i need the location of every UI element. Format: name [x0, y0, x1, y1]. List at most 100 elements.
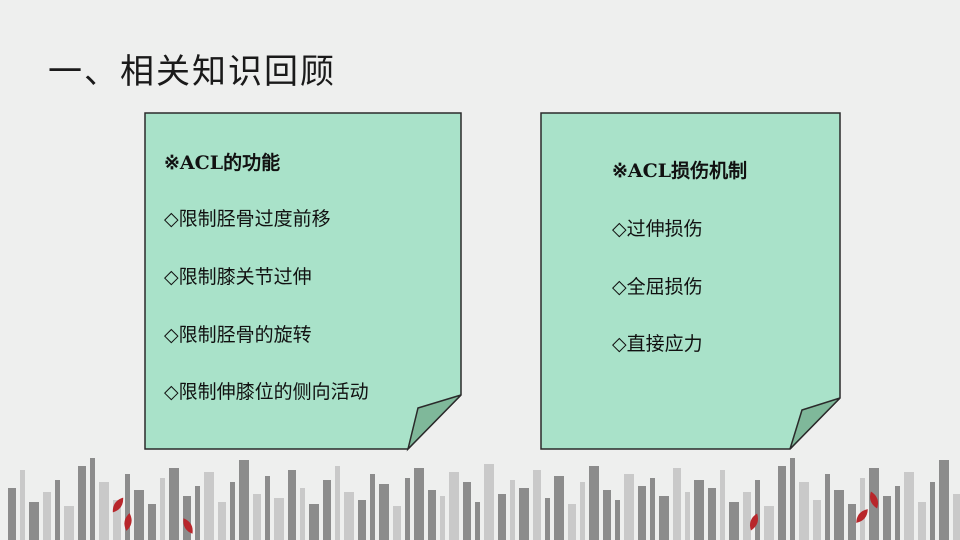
decorative-bar — [603, 490, 611, 540]
decorative-bar — [78, 466, 86, 540]
decorative-bar — [475, 502, 480, 540]
decorative-bar — [99, 482, 109, 540]
decorative-bar — [624, 474, 634, 540]
note-item: ◇限制伸膝位的侧向活动 — [164, 381, 369, 403]
decorative-bar — [650, 478, 655, 540]
decorative-bar — [580, 482, 585, 540]
decorative-bar — [533, 470, 541, 540]
decorative-bar — [463, 482, 471, 540]
decorative-bar — [405, 478, 410, 540]
note-item: ◇限制胫骨过度前移 — [164, 208, 331, 230]
decorative-bar — [183, 496, 191, 540]
decorative-bar — [498, 494, 506, 540]
decorative-bar — [519, 488, 529, 540]
decorative-bar — [90, 458, 95, 540]
decorative-bar — [344, 492, 354, 540]
decorative-bar — [230, 482, 235, 540]
decorative-bar — [160, 478, 165, 540]
decorative-bar — [265, 476, 270, 540]
decorative-bar — [790, 458, 795, 540]
slide-title: 一、相关知识回顾 — [48, 52, 336, 92]
decorative-bar — [125, 474, 130, 540]
decorative-bar — [825, 474, 830, 540]
decorative-bar — [869, 468, 879, 540]
red-leaf-icon — [183, 518, 193, 534]
decorative-bar — [554, 476, 564, 540]
decorative-bar — [335, 466, 340, 540]
decorative-bar — [755, 480, 760, 540]
note-item: ◇全屈损伤 — [612, 276, 703, 298]
decorative-bar — [323, 480, 331, 540]
acl-function-note: ※ACL的功能 ◇限制胫骨过度前移 ◇限制膝关节过伸 ◇限制胫骨的旋转 ◇限制伸… — [144, 112, 462, 452]
decorative-bar — [55, 480, 60, 540]
decorative-bar — [953, 494, 960, 540]
decorative-bar — [43, 492, 51, 540]
note-item: ◇过伸损伤 — [612, 218, 703, 240]
note-item: ◇限制胫骨的旋转 — [164, 324, 312, 346]
acl-injury-mechanism-note: ※ACL损伤机制 ◇过伸损伤 ◇全屈损伤 ◇直接应力 — [540, 112, 842, 450]
decorative-bar — [904, 472, 914, 540]
decorative-bar — [379, 484, 389, 540]
decorative-bar — [848, 504, 856, 540]
decorative-bar — [729, 502, 739, 540]
decorative-bar — [169, 468, 179, 540]
red-leaf-icon — [749, 513, 759, 531]
decorative-bar — [300, 488, 305, 540]
decorative-bar — [778, 466, 786, 540]
decorative-bar — [708, 488, 716, 540]
decorative-bar — [195, 486, 200, 540]
red-leaf-icon — [112, 497, 124, 513]
folded-corner-icon — [789, 397, 841, 450]
decorative-bar — [589, 466, 599, 540]
decorative-bar — [673, 468, 681, 540]
sticky-note-shape — [144, 112, 462, 452]
decorative-bar — [20, 470, 25, 540]
decorative-bar — [414, 468, 424, 540]
note-heading: ※ACL的功能 — [164, 152, 281, 174]
decorative-bar — [860, 478, 865, 540]
decorative-bar — [930, 482, 935, 540]
decorative-bar — [939, 460, 949, 540]
decorative-bar — [239, 460, 249, 540]
decorative-bar — [253, 494, 261, 540]
decorative-bar — [638, 486, 646, 540]
decorative-bar — [615, 500, 620, 540]
folded-corner-icon — [406, 394, 462, 452]
decorative-bar — [568, 504, 576, 540]
decorative-bar — [204, 472, 214, 540]
note-item: ◇直接应力 — [612, 333, 703, 355]
red-leaf-icon — [856, 509, 868, 523]
decorative-bar — [895, 486, 900, 540]
decorative-bar — [428, 490, 436, 540]
decorative-bar — [440, 496, 445, 540]
decorative-bar — [29, 502, 39, 540]
decorative-bar — [510, 480, 515, 540]
decorative-bar — [545, 498, 550, 540]
decorative-bar — [288, 470, 296, 540]
sticky-note-shape — [540, 112, 841, 450]
decorative-bar — [113, 500, 121, 540]
decorative-bar — [358, 500, 366, 540]
decorative-bar — [813, 500, 821, 540]
note-item: ◇限制膝关节过伸 — [164, 266, 312, 288]
decorative-bar — [484, 464, 494, 540]
decorative-bar — [449, 472, 459, 540]
decorative-bar — [694, 480, 704, 540]
note-heading: ※ACL损伤机制 — [612, 160, 748, 182]
decorative-bar — [148, 504, 156, 540]
decorative-bar — [370, 474, 375, 540]
decorative-bar — [685, 492, 690, 540]
decorative-bar — [743, 492, 751, 540]
decorative-bar — [274, 498, 284, 540]
decorative-bar — [309, 504, 319, 540]
decorative-bar — [64, 506, 74, 540]
red-leaf-icon — [869, 491, 879, 509]
decorative-bar — [393, 506, 401, 540]
decorative-bar — [834, 490, 844, 540]
decorative-bar — [659, 496, 669, 540]
red-leaf-icon — [124, 513, 132, 531]
decorative-bar — [134, 490, 144, 540]
decorative-bar — [883, 496, 891, 540]
decorative-bar — [799, 482, 809, 540]
decorative-bar — [918, 502, 926, 540]
